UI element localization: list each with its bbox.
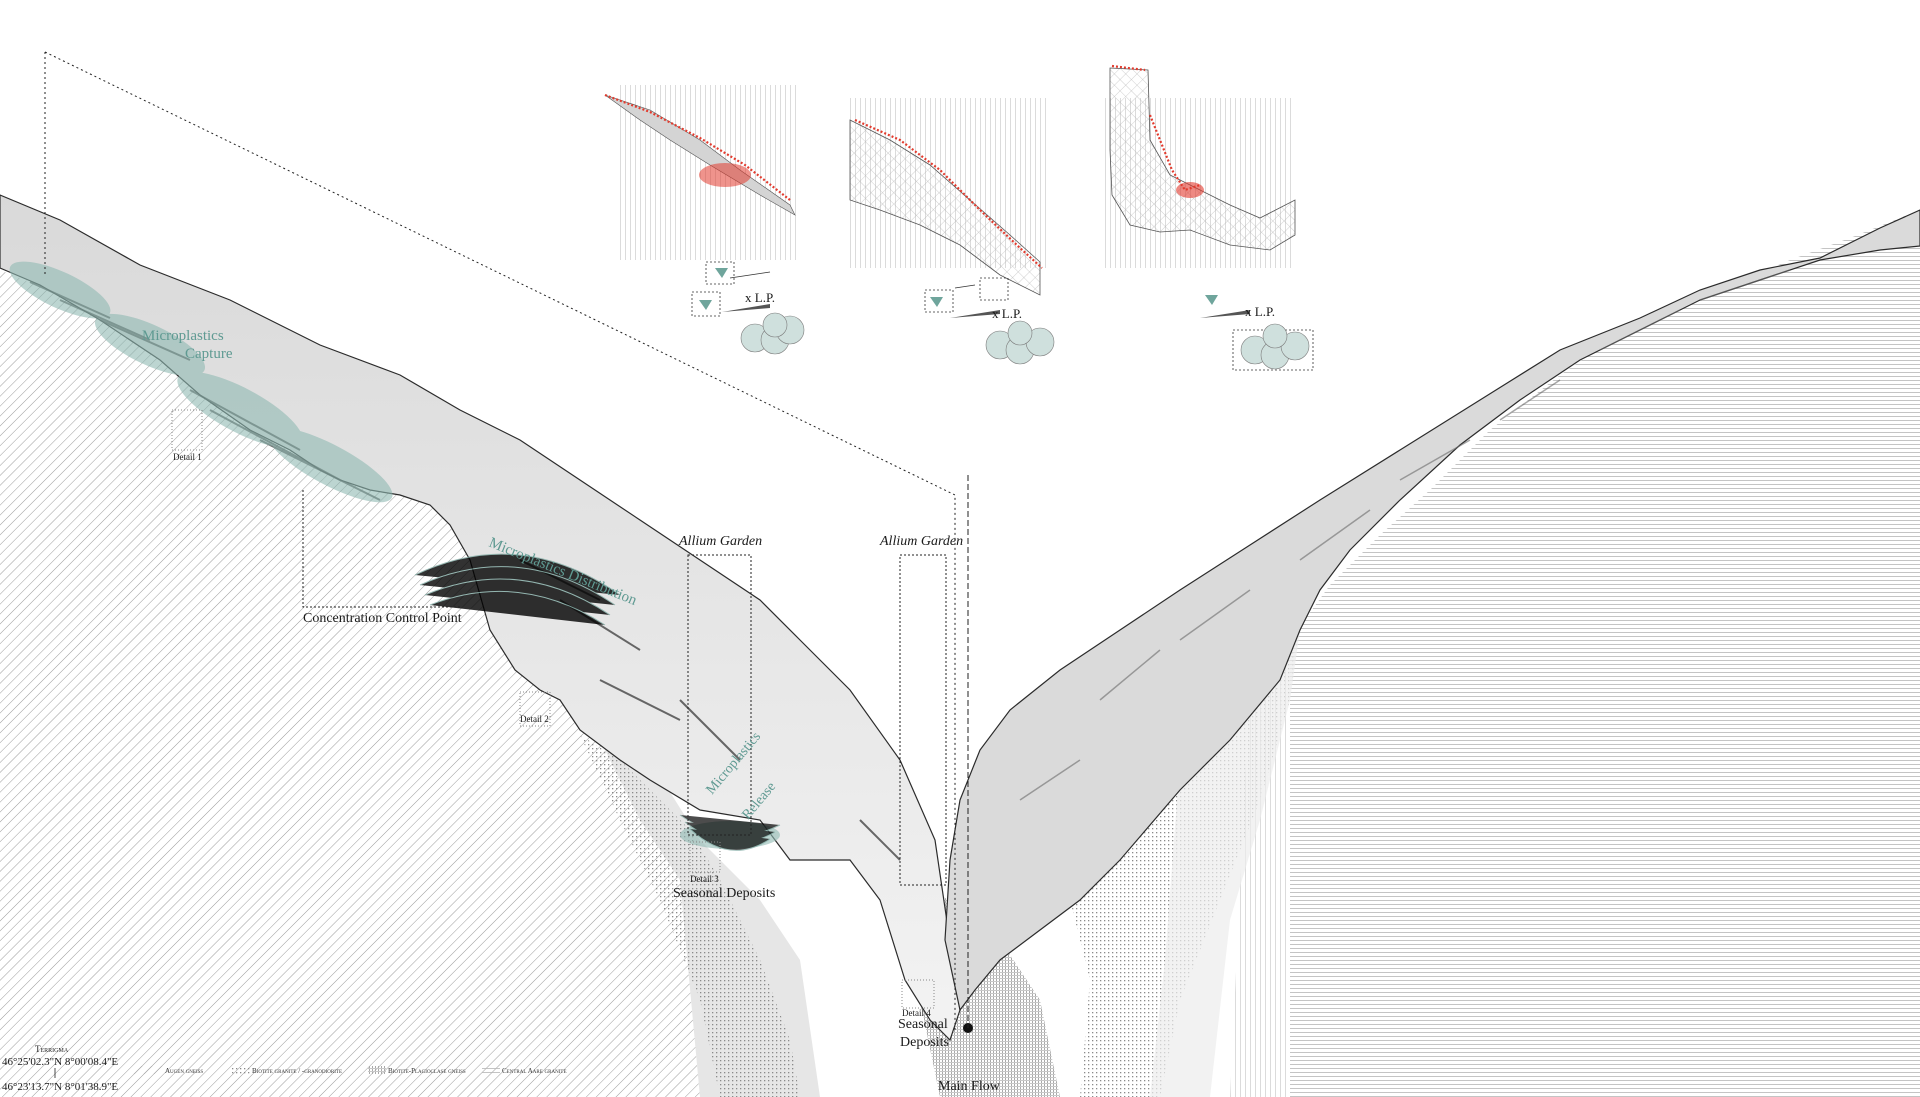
inset-2: x L.P. [849, 98, 1055, 365]
section-guide-lines [44, 51, 969, 1030]
label-allium-garden-1: Allium Garden [678, 534, 762, 549]
stratum-right-light [1150, 630, 1300, 1097]
stratum-central-aare-granite [1290, 210, 1920, 1097]
detail-box-4 [901, 979, 935, 1009]
svg-text:Central Aare granite: Central Aare granite [502, 1067, 567, 1075]
microplastics-capture-zones [9, 261, 780, 849]
stratum-augen-gneiss [0, 270, 700, 1097]
label-main-flow: Main Flow [938, 1079, 1001, 1094]
inset-3: x L.P. [1105, 64, 1314, 371]
inset-1: x L.P. [604, 85, 805, 355]
label-detail-2: Detail 2 [520, 714, 549, 724]
label-seasonal-deposits-2b: Deposits [900, 1035, 949, 1050]
inset-2-red-trace [854, 118, 1043, 269]
label-microplastics-capture-2: Capture [185, 346, 233, 362]
label-concentration-control-point: Concentration Control Point [303, 611, 462, 626]
microplastics-distribution-fan [414, 553, 621, 626]
svg-text:Biotite-Plagioclase gneiss: Biotite-Plagioclase gneiss [388, 1067, 466, 1075]
label-detail-4: Detail 4 [902, 1008, 931, 1018]
label-seasonal-deposits-1: Seasonal Deposits [673, 886, 775, 901]
legend: Augen gneiss Biotite granite / -granodio… [133, 1066, 567, 1075]
bedrock-strata [0, 210, 1920, 1097]
concentration-box [302, 490, 460, 608]
detail-box-3 [689, 841, 721, 873]
svg-text:Biotite granite / -granodiorit: Biotite granite / -granodiorite [252, 1067, 342, 1075]
stratum-biotite-granite-left [580, 735, 800, 1097]
label-detail-1: Detail 1 [173, 452, 202, 462]
legend-item-central-aare-granite: Central Aare granite [482, 1066, 567, 1075]
inset-1-red-cluster [699, 163, 751, 187]
coordinates-block: Terrigma 46°25'02.3"N 8°00'08.4"E 46°23'… [2, 1044, 118, 1093]
inset-1-circles [740, 312, 805, 355]
legend-item-biotite-granite: Biotite granite / -granodiorite [232, 1066, 342, 1075]
microplastics-release-fan [679, 814, 781, 851]
terrain-texture-right [1019, 269, 1791, 801]
allium-garden-box-1 [687, 554, 752, 836]
terrain-surface [0, 194, 1920, 1042]
detail-box-2 [519, 691, 551, 727]
inset-1-lp-label: x L.P. [745, 290, 775, 305]
detail-box-1 [171, 409, 203, 451]
inset-1-red-trace [604, 93, 791, 201]
coordinates-heading: Terrigma [35, 1044, 69, 1054]
label-allium-garden-2: Allium Garden [879, 534, 963, 549]
coordinates-top: 46°25'02.3"N 8°00'08.4"E [2, 1056, 118, 1068]
label-seasonal-deposits-2a: Seasonal [898, 1017, 948, 1032]
legend-item-augen-gneiss: Augen gneiss [133, 1066, 203, 1075]
inset-3-lp-label: x L.P. [1245, 304, 1275, 319]
svg-text:Augen gneiss: Augen gneiss [165, 1067, 203, 1075]
label-microplastics-capture-1: Microplastics [142, 328, 224, 344]
inset-2-circles [985, 320, 1055, 365]
inset-2-lp-label: x L.P. [992, 306, 1022, 321]
legend-item-plagioclase-gneiss: Biotite-Plagioclase gneiss [368, 1066, 466, 1075]
coordinates-bottom: 46°23'13.7"N 8°01'38.9"E [2, 1081, 118, 1093]
inset-3-red-trace-top [1111, 64, 1146, 72]
label-detail-3: Detail 3 [690, 874, 719, 884]
terrain-right-slope [944, 209, 1920, 1012]
inset-3-circles [1240, 323, 1310, 370]
